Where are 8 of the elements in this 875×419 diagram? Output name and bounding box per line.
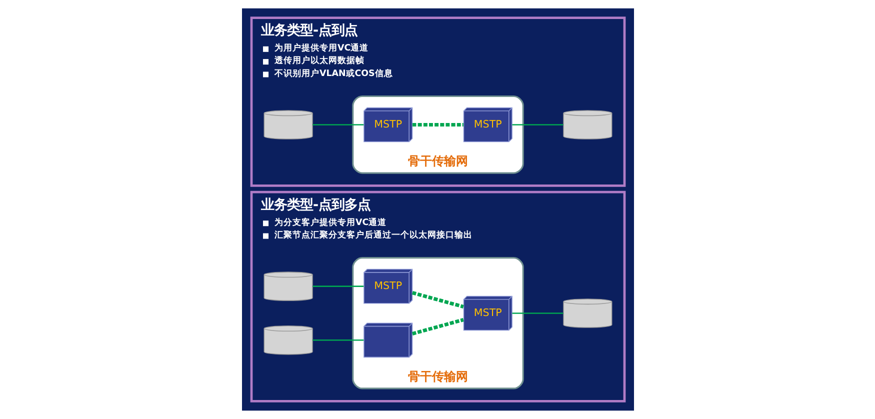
connector xyxy=(412,122,463,127)
connector xyxy=(312,124,364,126)
connector xyxy=(512,124,563,126)
connector xyxy=(312,286,364,287)
connector xyxy=(512,312,563,314)
connector xyxy=(312,340,364,341)
connector xyxy=(411,291,464,308)
connector xyxy=(411,318,464,336)
